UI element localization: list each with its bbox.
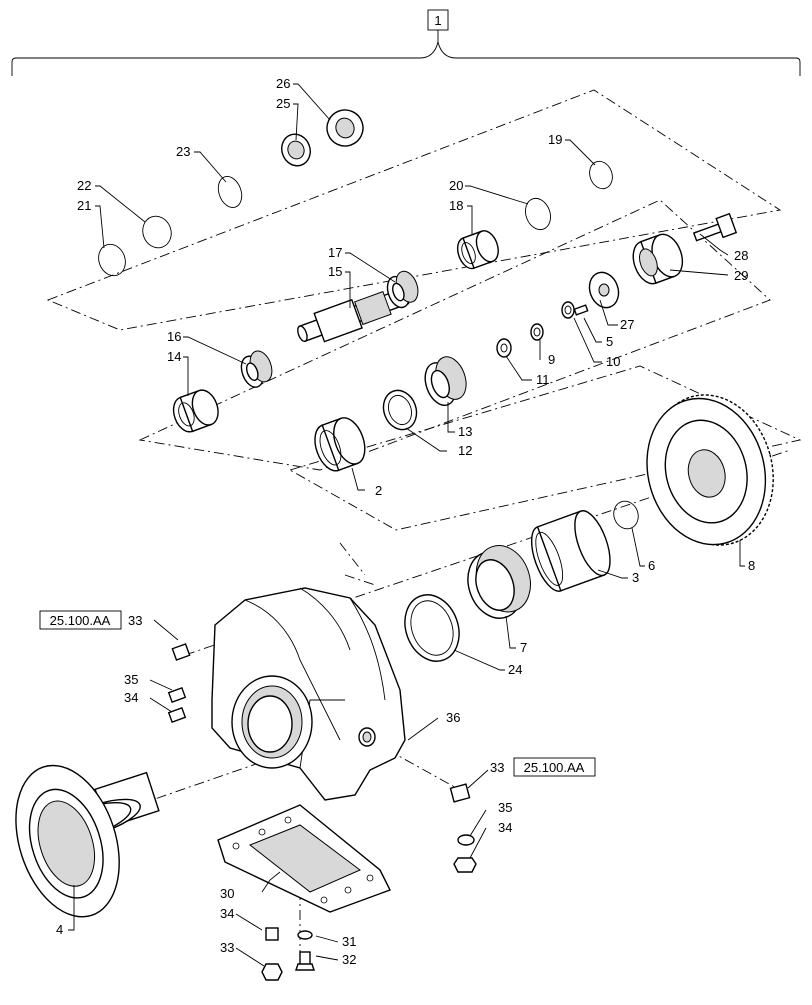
right-fittings bbox=[449, 783, 477, 873]
callout-25: 25 bbox=[276, 96, 290, 111]
svg-text:25.100.AA: 25.100.AA bbox=[50, 613, 111, 628]
shim-part-12 bbox=[382, 389, 418, 431]
callout-20: 20 bbox=[449, 178, 463, 193]
bearing-part-13 bbox=[424, 356, 467, 406]
callout-10: 10 bbox=[606, 354, 620, 369]
washer-part-10 bbox=[561, 301, 575, 319]
ring-part-22 bbox=[142, 215, 172, 249]
callout-labels: 2 3 4 5 6 7 8 9 10 11 12 13 14 15 16 17 … bbox=[56, 76, 755, 967]
ring-part-21 bbox=[98, 243, 126, 277]
bearing-part-17 bbox=[386, 270, 419, 309]
washer-part-11 bbox=[496, 338, 512, 358]
callout-5: 5 bbox=[606, 334, 613, 349]
callout-9: 9 bbox=[548, 352, 555, 367]
callout-3: 3 bbox=[632, 570, 639, 585]
callout-22: 22 bbox=[77, 178, 91, 193]
left-fittings bbox=[167, 643, 191, 723]
callout-33-bottom: 33 bbox=[220, 940, 234, 955]
callout-34-bottom: 34 bbox=[220, 906, 234, 921]
pin-part-5 bbox=[573, 304, 589, 316]
callout-35-right: 35 bbox=[498, 800, 512, 815]
callout-36: 36 bbox=[446, 710, 460, 725]
gearbox-housing-part-36 bbox=[211, 587, 406, 801]
callout-6: 6 bbox=[648, 558, 655, 573]
callout-34-left: 34 bbox=[124, 690, 138, 705]
snap-ring-part-23 bbox=[217, 176, 243, 208]
callout-23: 23 bbox=[176, 144, 190, 159]
svg-text:25.100.AA: 25.100.AA bbox=[524, 760, 585, 775]
bearing-cup-part-2 bbox=[314, 417, 366, 472]
bearing-part-14 bbox=[172, 389, 219, 433]
callout-8: 8 bbox=[748, 558, 755, 573]
input-shaft-part-15 bbox=[297, 287, 410, 343]
callout-14: 14 bbox=[167, 349, 181, 364]
callout-19: 19 bbox=[548, 132, 562, 147]
reference-box-right[interactable]: 25.100.AA bbox=[513, 757, 596, 777]
callout-18: 18 bbox=[449, 198, 463, 213]
callout-29: 29 bbox=[734, 268, 748, 283]
callout-33-right: 33 bbox=[490, 760, 504, 775]
callout-28: 28 bbox=[734, 248, 748, 263]
callout-35-left: 35 bbox=[124, 672, 138, 687]
assembly-bracket: 1 bbox=[11, 9, 801, 76]
callout-16: 16 bbox=[167, 329, 181, 344]
callout-15: 15 bbox=[328, 264, 342, 279]
bearing-part-16 bbox=[240, 350, 273, 388]
callout-32: 32 bbox=[342, 952, 356, 967]
callout-4: 4 bbox=[56, 922, 63, 937]
bearing-cup-part-18 bbox=[456, 230, 499, 270]
reference-box-top[interactable]: 25.100.AA bbox=[39, 610, 122, 630]
snap-ring-part-19 bbox=[589, 160, 613, 190]
leader-lines bbox=[68, 83, 745, 967]
assembly-callout-label: 1 bbox=[434, 13, 441, 28]
bolt-part-28 bbox=[692, 212, 738, 242]
bottom-fittings bbox=[261, 927, 315, 981]
callout-33-left: 33 bbox=[128, 613, 142, 628]
gear-part-8 bbox=[646, 394, 774, 546]
ring-part-20 bbox=[525, 197, 551, 231]
callout-13: 13 bbox=[458, 424, 472, 439]
callout-21: 21 bbox=[77, 198, 91, 213]
callout-24: 24 bbox=[508, 662, 522, 677]
callout-26: 26 bbox=[276, 76, 290, 91]
callout-31: 31 bbox=[342, 934, 356, 949]
bearing-part-7 bbox=[467, 545, 531, 619]
retainer-part-29 bbox=[632, 233, 684, 285]
callout-17: 17 bbox=[328, 245, 342, 260]
callout-30: 30 bbox=[220, 886, 234, 901]
cover-plate-part-30 bbox=[217, 804, 391, 913]
output-flange-part-4 bbox=[15, 764, 160, 918]
callout-2: 2 bbox=[375, 483, 382, 498]
callout-34-right: 34 bbox=[498, 820, 512, 835]
bearing-cup-part-3 bbox=[530, 510, 611, 592]
callout-12: 12 bbox=[458, 443, 472, 458]
snap-ring-part-6 bbox=[613, 500, 639, 530]
callout-11: 11 bbox=[536, 372, 550, 387]
shim-part-24 bbox=[404, 594, 460, 662]
washer-part-9 bbox=[530, 323, 544, 341]
callout-7: 7 bbox=[520, 640, 527, 655]
callout-27: 27 bbox=[620, 317, 634, 332]
